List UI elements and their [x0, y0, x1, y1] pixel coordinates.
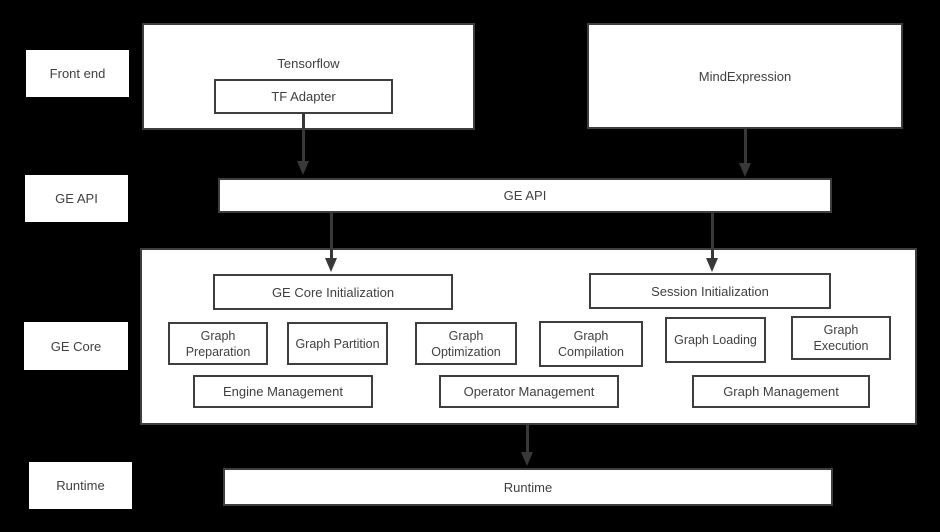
arrow-down-icon [521, 452, 533, 466]
graph-management-label: Graph Management [723, 384, 839, 399]
operator-management-box: Operator Management [439, 375, 619, 408]
session-initialization-box: Session Initialization [589, 273, 831, 309]
stage-box-graph-preparation: Graph Preparation [168, 322, 268, 365]
arrow-down-icon [706, 258, 718, 272]
arrow-down-icon [325, 258, 337, 272]
ge-api-bar-label: GE API [503, 188, 547, 203]
stage-label: Graph Preparation [185, 328, 251, 359]
stage-label: Graph Loading [674, 333, 757, 347]
stage-label: Graph Compilation [557, 329, 624, 359]
arrow-shaft [526, 425, 529, 452]
engine-management-label: Engine Management [223, 384, 343, 399]
tf-adapter-label: TF Adapter [271, 89, 336, 104]
stage-label: Graph Partition [295, 336, 380, 351]
ge-core-initialization-box: GE Core Initialization [213, 274, 453, 310]
arrow-down-icon [739, 163, 751, 177]
stage-box-graph-partition: Graph Partition [287, 322, 388, 365]
mindexpression-box: MindExpression [587, 23, 903, 129]
session-initialization-label: Session Initialization [651, 283, 769, 299]
ge-core-initialization-label: GE Core Initialization [271, 284, 395, 300]
side-label-ge-core: GE Core [24, 322, 128, 370]
graph-management-box: Graph Management [692, 375, 870, 408]
side-label-front-end: Front end [26, 50, 129, 97]
arrow-shaft [744, 129, 747, 163]
runtime-bar: Runtime [223, 468, 833, 506]
mindexpression-label: MindExpression [698, 68, 792, 84]
tf-adapter-box: TF Adapter [214, 79, 393, 114]
stage-box-graph-execution: Graph Execution [791, 316, 891, 360]
stage-box-graph-compilation: Graph Compilation [539, 321, 643, 367]
runtime-bar-label: Runtime [503, 479, 553, 495]
operator-management-label: Operator Management [463, 384, 595, 399]
tensorflow-label: Tensorflow [277, 56, 340, 71]
engine-management-box: Engine Management [193, 375, 373, 408]
side-label-runtime: Runtime [29, 462, 132, 509]
stage-box-graph-loading: Graph Loading [665, 317, 766, 363]
arrow-shaft [302, 113, 305, 161]
arrow-down-icon [297, 161, 309, 175]
ge-api-bar: GE API [218, 178, 832, 213]
side-label-ge-api: GE API [25, 175, 128, 222]
stage-label: Graph Execution [813, 323, 869, 353]
stage-box-graph-optimization: Graph Optimization [415, 322, 517, 365]
arrow-shaft [711, 213, 714, 258]
stage-label: Graph Optimization [431, 328, 501, 359]
arrow-shaft [330, 213, 333, 258]
